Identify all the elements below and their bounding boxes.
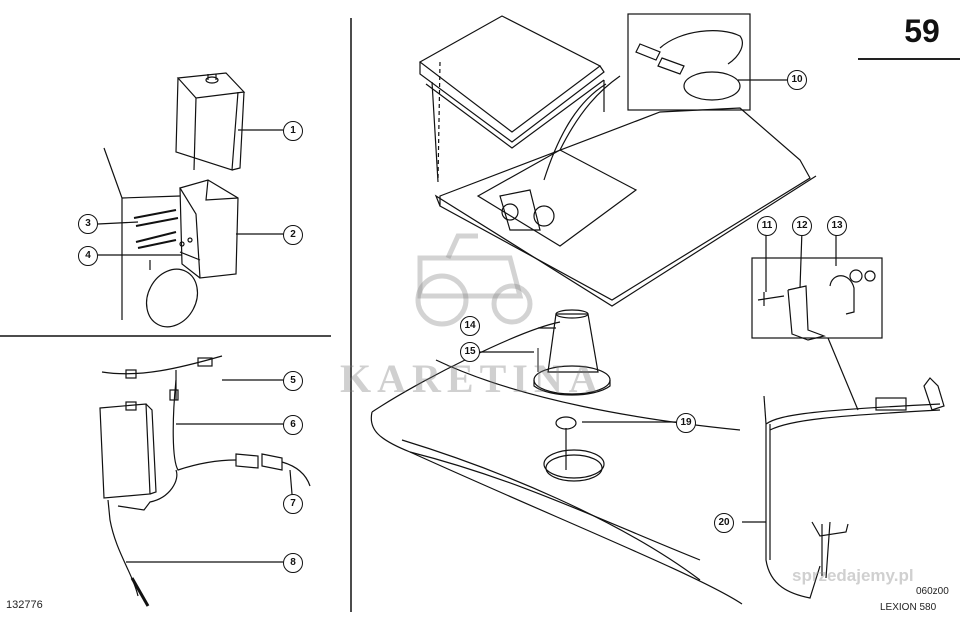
model-name: LEXION 580 (880, 602, 937, 613)
callout-13: 13 (827, 216, 847, 236)
callout-8: 8 (283, 553, 303, 573)
drawing-code: 060z00 (916, 586, 949, 597)
control-module-drawing (99, 355, 311, 607)
page-number-rule (858, 58, 960, 60)
callout-19: 19 (676, 413, 696, 433)
tractor-watermark (415, 233, 533, 327)
callout-5: 5 (283, 371, 303, 391)
callout-7: 7 (283, 494, 303, 514)
callout-1: 1 (283, 121, 303, 141)
marketplace-watermark: sprzedajemy.pl (792, 566, 914, 585)
callout-4: 4 (78, 246, 98, 266)
callout-20: 20 (714, 513, 734, 533)
box-assembly-drawing (97, 72, 283, 328)
document-number: 132776 (6, 599, 43, 611)
watermark-text: KARETINA (340, 356, 604, 401)
callout-2: 2 (283, 225, 303, 245)
cabin-roof-drawing (370, 13, 945, 605)
callout-10: 10 (787, 70, 807, 90)
callout-14: 14 (460, 316, 480, 336)
page-number: 59 (904, 13, 940, 49)
callout-12: 12 (792, 216, 812, 236)
callout-6: 6 (283, 415, 303, 435)
callout-3: 3 (78, 214, 98, 234)
callout-11: 11 (757, 216, 777, 236)
callout-15: 15 (460, 342, 480, 362)
